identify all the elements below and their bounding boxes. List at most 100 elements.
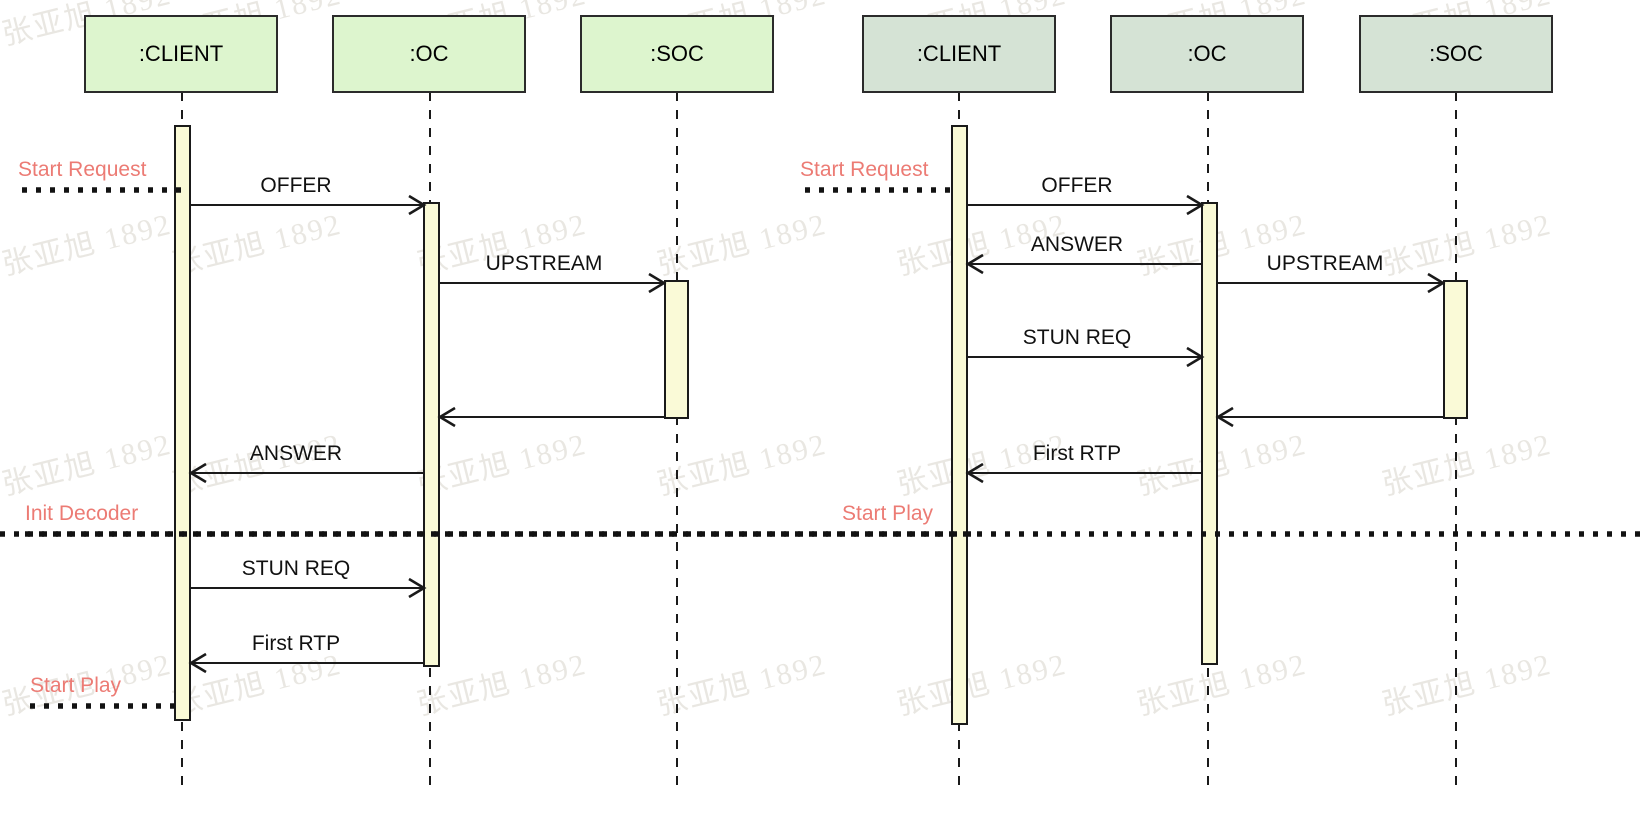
arrow-head (408, 577, 427, 599)
messages-layer: OFFER UPSTREAM ANSWER STUN REQ First RTP OFFE… (188, 174, 1446, 674)
watermark: 张亚旭 1892 (169, 208, 345, 282)
arrow-head-path (437, 406, 456, 428)
watermark: 张亚旭 1892 (654, 208, 830, 282)
message-label: First RTP (1033, 442, 1121, 465)
arrow-head-path (648, 272, 667, 294)
arrow-head (188, 652, 207, 674)
arrow-head (188, 462, 207, 484)
note-label: Start Play (842, 502, 934, 525)
arrow-head-path (1427, 272, 1446, 294)
arrow-head (1427, 272, 1446, 294)
watermark: 张亚旭 1892 (654, 648, 830, 722)
activation-bar-right-0 (951, 125, 968, 725)
participant-left-soc[interactable]: :SOC (580, 15, 774, 93)
arrow-head-path (188, 652, 207, 674)
arrow-head-path (188, 462, 207, 484)
message-label: STUN REQ (242, 557, 351, 580)
message-label: ANSWER (1031, 233, 1123, 256)
watermark: 张亚旭 1892 (1134, 428, 1310, 502)
arrow-head (1186, 194, 1205, 216)
note-label: Start Request (800, 158, 929, 181)
participant-box[interactable] (580, 15, 774, 93)
message-left-4: STUN REQ (190, 557, 427, 599)
watermark: 张亚旭 1892 (1134, 648, 1310, 722)
message-left-2 (437, 406, 665, 428)
note-label: Start Play (30, 674, 122, 697)
note-left-1: Init Decoder (25, 502, 1640, 537)
message-right-5: First RTP (965, 442, 1202, 484)
note-label: Init Decoder (25, 502, 138, 525)
watermark: 张亚旭 1892 (414, 428, 590, 502)
participant-box[interactable] (1110, 15, 1304, 93)
arrow-head-path (965, 462, 984, 484)
participant-right-oc[interactable]: :OC (1110, 15, 1304, 93)
message-left-0: OFFER (190, 174, 427, 216)
message-label: STUN REQ (1023, 326, 1132, 349)
activation-bar-left-1 (423, 202, 440, 667)
note-right-1: Start Play (0, 502, 980, 537)
participant-box[interactable] (862, 15, 1056, 93)
message-right-4 (1215, 406, 1444, 428)
watermark: 张亚旭 1892 (1379, 208, 1555, 282)
participant-label: :CLIENT (139, 41, 223, 66)
watermark: 张亚旭 1892 (894, 648, 1070, 722)
activation-bar-right-2 (1443, 280, 1468, 419)
message-left-3: ANSWER (188, 442, 424, 484)
arrow-head (648, 272, 667, 294)
participant-box[interactable] (84, 15, 278, 93)
participant-label: :SOC (1429, 41, 1483, 66)
message-right-3: STUN REQ (967, 326, 1205, 368)
watermark: 张亚旭 1892 (1379, 648, 1555, 722)
watermark: 张亚旭 1892 (0, 208, 175, 282)
participant-label: :OC (1187, 41, 1226, 66)
arrow-head-path (1186, 346, 1205, 368)
participant-left-client[interactable]: :CLIENT (84, 15, 278, 93)
watermark: 张亚旭 1892 (0, 428, 175, 502)
watermark: 张亚旭 1892 (414, 648, 590, 722)
watermark: 张亚旭 1892 (1379, 428, 1555, 502)
message-left-5: First RTP (188, 632, 424, 674)
message-label: UPSTREAM (486, 252, 603, 275)
arrow-head-path (1215, 406, 1234, 428)
arrow-head (1186, 346, 1205, 368)
message-label: First RTP (252, 632, 340, 655)
participant-box[interactable] (332, 15, 526, 93)
message-label: OFFER (1041, 174, 1112, 197)
message-right-2: UPSTREAM (1217, 252, 1446, 294)
activation-bar-left-2 (664, 280, 689, 419)
message-label: ANSWER (250, 442, 342, 465)
arrow-head-path (408, 577, 427, 599)
participant-right-client[interactable]: :CLIENT (862, 15, 1056, 93)
arrow-head-path (965, 253, 984, 275)
message-label: OFFER (260, 174, 331, 197)
arrow-head (1215, 406, 1234, 428)
activations-layer (174, 125, 1468, 725)
message-label: UPSTREAM (1267, 252, 1384, 275)
note-left-2: Start Play (30, 674, 182, 709)
note-label: Start Request (18, 158, 147, 181)
participant-right-soc[interactable]: :SOC (1359, 15, 1553, 93)
participant-boxes-layer: :CLIENT :OC :SOC :CLIENT :OC :SOC (84, 15, 1553, 93)
message-left-1: UPSTREAM (439, 252, 667, 294)
watermark: 张亚旭 1892 (654, 428, 830, 502)
participant-left-oc[interactable]: :OC (332, 15, 526, 93)
arrow-head (965, 253, 984, 275)
participant-label: :OC (409, 41, 448, 66)
arrow-head (437, 406, 456, 428)
activation-bar-right-1 (1201, 202, 1218, 665)
watermark: 张亚旭 1892 (169, 648, 345, 722)
note-left-0: Start Request (18, 158, 182, 193)
arrow-head-path (1186, 194, 1205, 216)
participant-label: :SOC (650, 41, 704, 66)
note-right-0: Start Request (800, 158, 959, 193)
message-right-0: OFFER (967, 174, 1205, 216)
arrow-head (408, 194, 427, 216)
arrow-head-path (408, 194, 427, 216)
message-right-1: ANSWER (965, 233, 1202, 275)
participant-box[interactable] (1359, 15, 1553, 93)
arrow-head (965, 462, 984, 484)
